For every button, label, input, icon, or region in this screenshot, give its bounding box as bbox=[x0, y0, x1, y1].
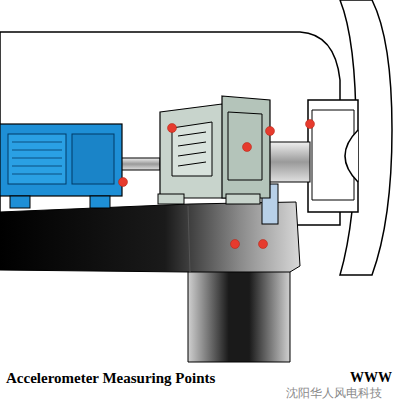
hub-opening bbox=[345, 130, 358, 182]
bedplate bbox=[0, 202, 300, 272]
nacelle-cover bbox=[0, 32, 340, 225]
tower bbox=[188, 270, 290, 362]
gearbox bbox=[158, 96, 270, 204]
high-speed-shaft bbox=[118, 158, 160, 170]
website-text: WWW bbox=[350, 370, 392, 386]
rotor-hub bbox=[308, 100, 358, 212]
generator bbox=[0, 124, 122, 208]
watermark: 沈阳华人风电科技 bbox=[286, 385, 382, 400]
figure-caption: Accelerometer Measuring Points bbox=[4, 370, 217, 387]
measuring-point bbox=[119, 120, 315, 249]
bedplate-edge bbox=[188, 206, 190, 272]
